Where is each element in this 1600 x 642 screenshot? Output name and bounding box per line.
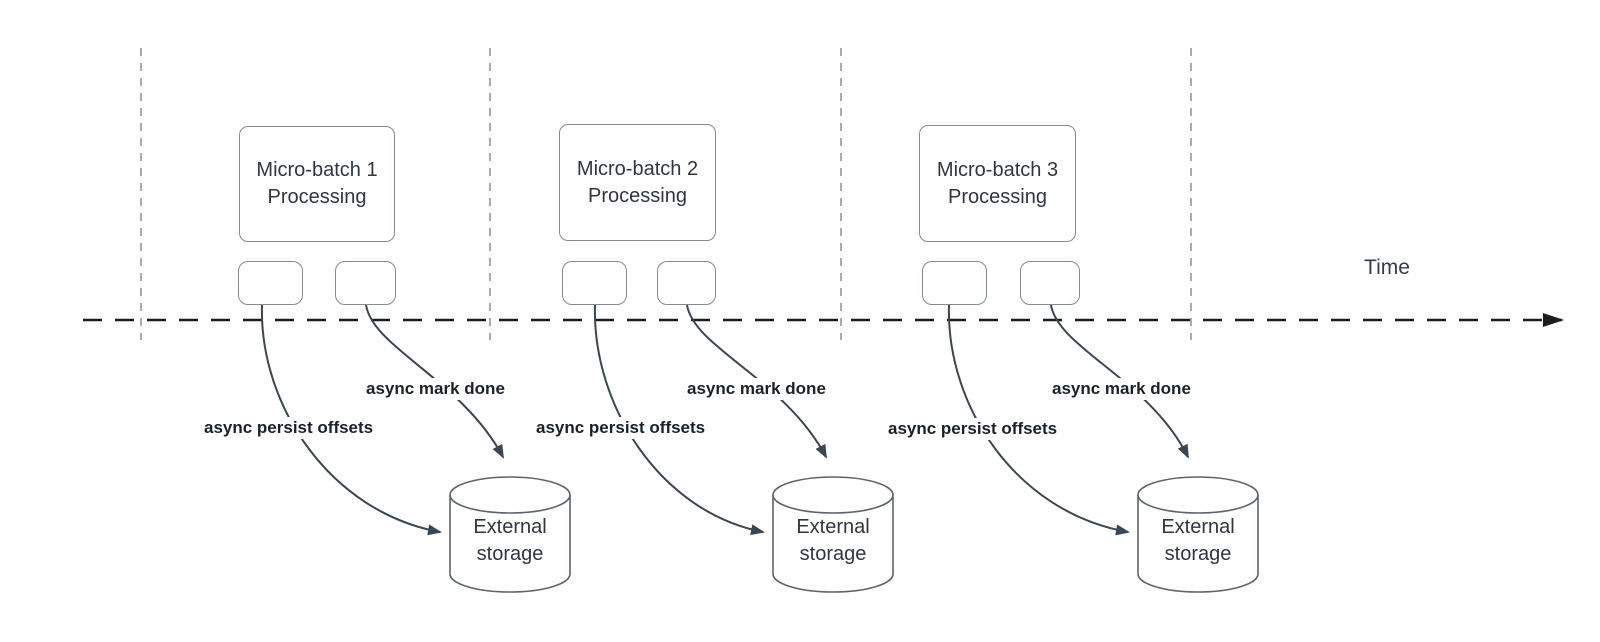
external-storage-cylinder-1 — [449, 476, 571, 593]
done-task-rect-2 — [657, 261, 716, 305]
mark-done-arrow-1 — [365, 304, 504, 459]
persist-label-1: async persist offsets — [201, 417, 377, 439]
micro-batch-2-title: Micro-batch 2 Processing — [576, 157, 699, 207]
external-storage-label-2: External storage — [796, 516, 870, 565]
persist-label-2: async persist offsets — [533, 417, 709, 439]
time-label: Time — [1364, 256, 1410, 279]
micro-batch-1-title: Micro-batch 1 Processing — [256, 159, 378, 208]
external-storage-cylinder-3 — [1137, 476, 1259, 593]
micro-batch-3-title: Micro-batch 3 Processing — [936, 158, 1059, 208]
done-label-3: async mark done — [1049, 378, 1194, 400]
external-storage-label-1: External storage — [473, 516, 547, 565]
micro-batch-3-processing-box: Micro-batch 3 Processing — [919, 125, 1076, 242]
external-storage-cylinder-2 — [772, 476, 894, 593]
external-storage-label-3: External storage — [1161, 516, 1235, 565]
persist-arrow-1 — [260, 304, 442, 536]
persist-arrow-2 — [593, 304, 765, 536]
persist-task-rect-1 — [238, 261, 303, 305]
done-task-rect-3 — [1020, 261, 1080, 305]
mark-done-arrow-2 — [686, 304, 827, 459]
persist-task-rect-2 — [562, 261, 627, 305]
mark-done-arrow-3 — [1050, 304, 1189, 459]
persist-label-3: async persist offsets — [885, 418, 1061, 440]
micro-batch-1-processing-box: Micro-batch 1 Processing — [239, 126, 395, 242]
persist-task-rect-3 — [922, 261, 987, 305]
done-label-2: async mark done — [684, 378, 829, 400]
micro-batch-2-processing-box: Micro-batch 2 Processing — [559, 124, 716, 241]
persist-arrow-3 — [947, 304, 1130, 536]
done-label-1: async mark done — [363, 378, 508, 400]
done-task-rect-1 — [335, 261, 396, 305]
